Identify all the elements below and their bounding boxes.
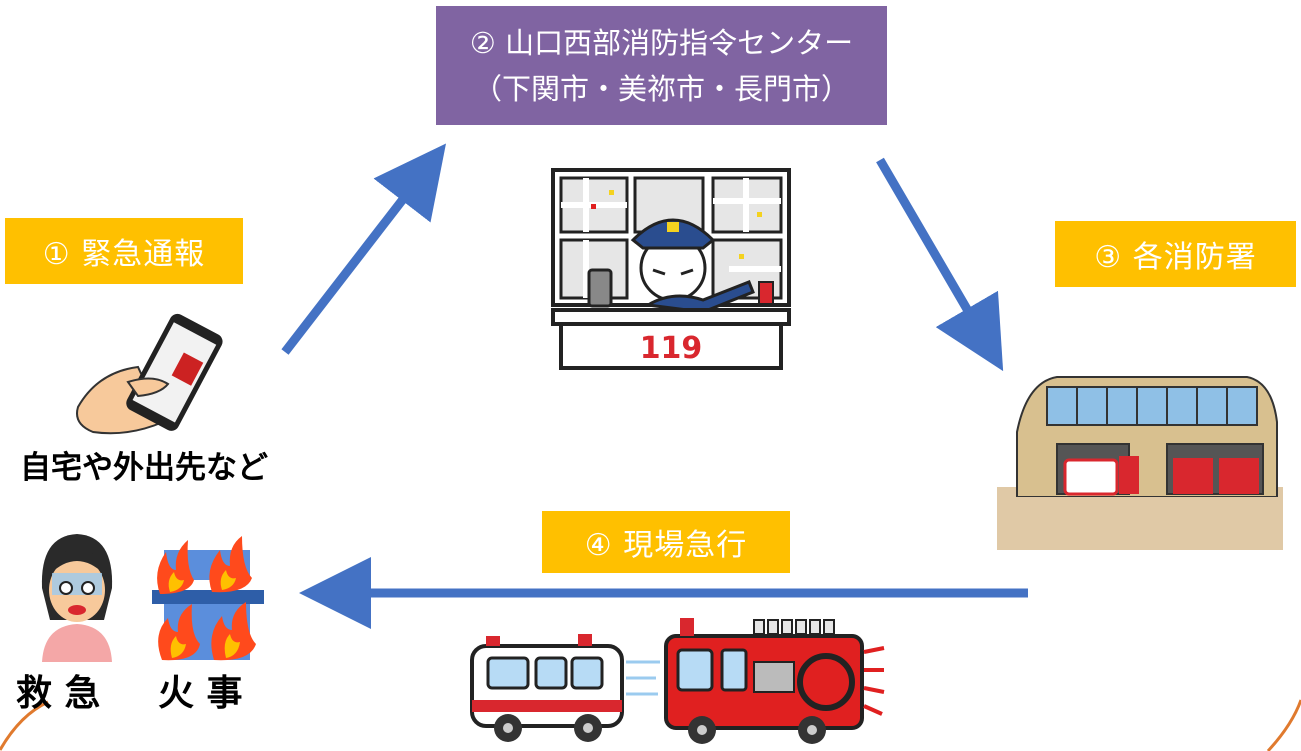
caller-location-label: 自宅や外出先など (20, 450, 268, 486)
dispatch-center-box: ② 山口西部消防指令センター （下関市・美祢市・長門市） (436, 6, 887, 125)
step-dispatch-to-scene: ④ 現場急行 (542, 511, 790, 573)
emergency-label: 救 急 (16, 673, 101, 714)
patient-icon (41, 534, 113, 662)
ambulance-icon (470, 634, 660, 742)
arrow-call-to-center (281, 143, 447, 355)
dispatch-center-title: ② 山口西部消防指令センター (469, 25, 854, 60)
fire-engine-icon (664, 618, 885, 744)
dispatch-center-cities: （下関市・美祢市・長門市） (472, 71, 850, 106)
fire-station-icon (997, 376, 1283, 550)
fire-label: 火 事 (158, 673, 243, 714)
step-emergency-call: ① 緊急通報 (5, 218, 243, 284)
smartphone-hand-icon (76, 313, 223, 435)
desk-number: 119 (640, 331, 703, 366)
dispatch-operator-icon: 119 (551, 168, 791, 370)
burning-house-icon (152, 536, 264, 661)
arrow-center-to-stations (876, 157, 1004, 372)
step-fire-stations: ③ 各消防署 (1055, 221, 1296, 287)
